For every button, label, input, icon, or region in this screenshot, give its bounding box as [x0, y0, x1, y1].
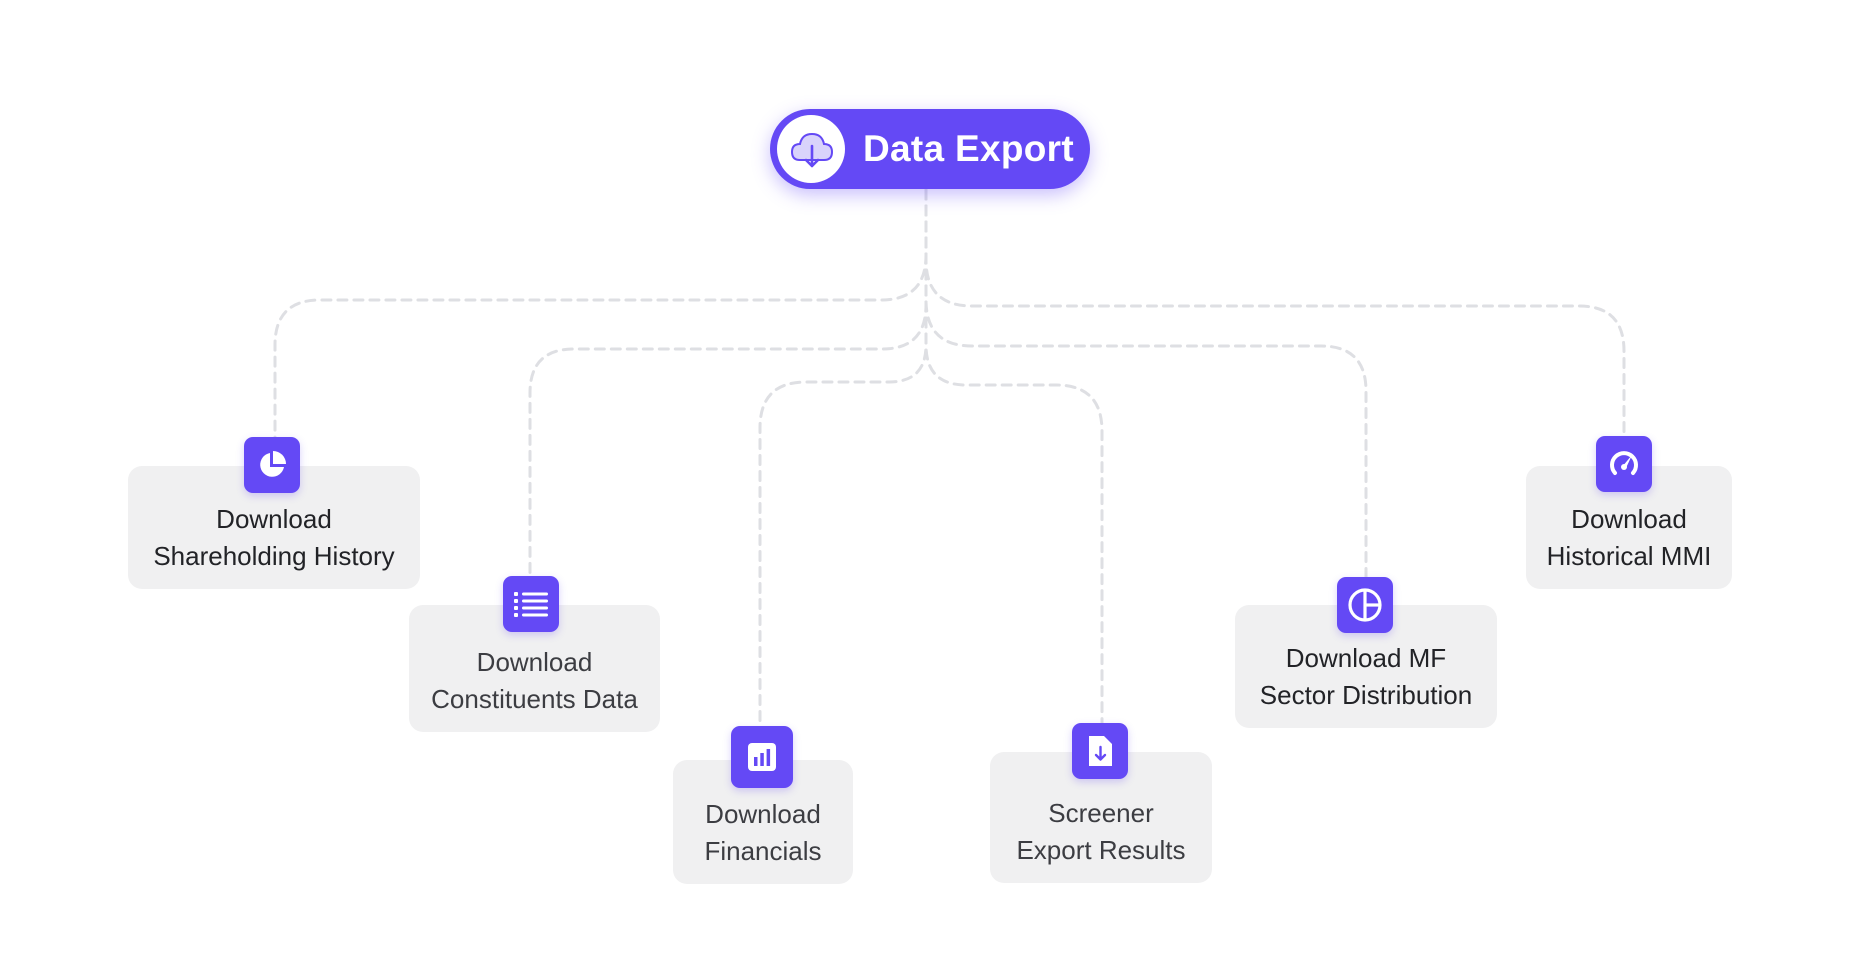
- node-label-line1: Download: [705, 799, 821, 829]
- node-label-line2: Sector Distribution: [1259, 680, 1473, 710]
- root-title: Data Export: [863, 128, 1074, 169]
- download-historical-mmi-node[interactable]: Download Historical MMI: [1526, 466, 1732, 589]
- connector-shareholding: [273, 188, 928, 440]
- cloud-download-icon: [777, 115, 845, 183]
- connector-constituents: [528, 188, 928, 579]
- node-label-line1: Download MF: [1285, 643, 1447, 673]
- list-icon: [503, 576, 559, 632]
- file-download-icon: [1072, 723, 1128, 779]
- node-label-line1: Download: [216, 504, 332, 534]
- gauge-icon: [1596, 436, 1652, 492]
- node-label-line1: Download: [1571, 504, 1687, 534]
- connector-mf-sector: [924, 188, 1368, 579]
- bar-chart-icon: [731, 726, 793, 788]
- node-label-line1: Screener: [1048, 798, 1154, 828]
- connector-mmi: [924, 188, 1626, 439]
- download-financials-node[interactable]: Download Financials: [673, 760, 853, 884]
- sector-chart-icon: [1337, 577, 1393, 633]
- node-label-line2: Constituents Data: [431, 684, 638, 714]
- download-shareholding-history-node[interactable]: Download Shareholding History: [128, 466, 420, 589]
- node-label-line2: Export Results: [1016, 835, 1186, 865]
- connector-screener: [924, 188, 1104, 725]
- node-label-line2: Financials: [704, 836, 822, 866]
- node-label-line2: Shareholding History: [153, 541, 395, 571]
- node-label-line2: Historical MMI: [1546, 541, 1712, 571]
- pie-chart-icon: [244, 437, 300, 493]
- node-label-line1: Download: [476, 647, 593, 677]
- connector-financials: [758, 188, 928, 728]
- data-export-root[interactable]: Data Export: [770, 109, 1090, 189]
